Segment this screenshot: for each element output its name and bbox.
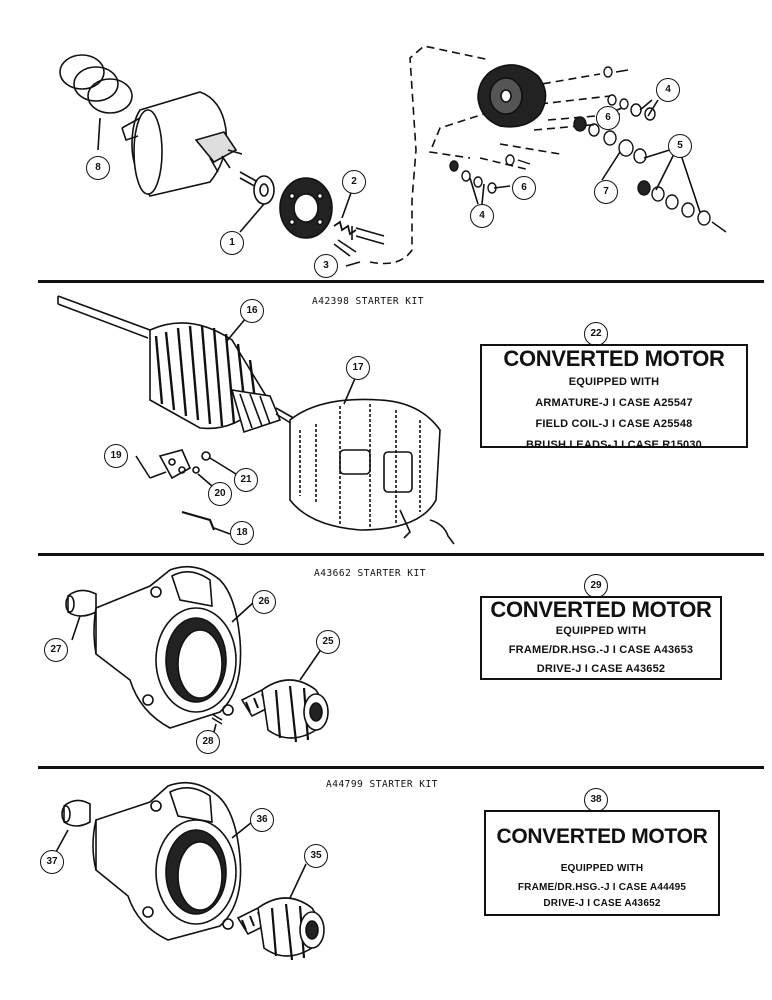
callout-number: 6 [596, 106, 620, 130]
box-line: FRAME/DR.HSG.-J I CASE A44495 [517, 882, 687, 893]
box-callout-number: 38 [584, 788, 608, 812]
box-title: CONVERTED MOTOR [490, 597, 712, 622]
callout-number: 7 [594, 180, 618, 204]
section-divider [38, 280, 764, 283]
callout-number: 19 [104, 444, 128, 468]
section-divider [38, 766, 764, 769]
box-line: EQUIPPED WITH [560, 863, 644, 874]
box-line: BRUSH LEADS-J I CASE R15030 [526, 439, 702, 451]
callout-number: 20 [208, 482, 232, 506]
callout-number: 6 [512, 176, 536, 200]
starter-motor-assembly [59, 45, 727, 267]
kit-title: A43662 STARTER KIT [314, 568, 426, 579]
box-callout-number: 29 [584, 574, 608, 598]
kit-title: A44799 STARTER KIT [326, 779, 438, 790]
frame-drive-housing-assembly-variant [55, 781, 325, 961]
callout-number: 27 [44, 638, 68, 662]
kit-title: A42398 STARTER KIT [312, 296, 424, 307]
callout-number: 8 [86, 156, 110, 180]
box-line: EQUIPPED WITH [555, 625, 647, 637]
callout-number: 36 [250, 808, 274, 832]
box-line: EQUIPPED WITH [568, 376, 660, 388]
callout-number: 17 [346, 356, 370, 380]
box-line: DRIVE-J I CASE A43652 [536, 663, 666, 675]
callout-number: 18 [230, 521, 254, 545]
box-title: CONVERTED MOTOR [503, 346, 725, 371]
converted-motor-box: CONVERTED MOTOR EQUIPPED WITH FRAME/DR.H… [484, 810, 720, 916]
callout-number: 16 [240, 299, 264, 323]
callout-number: 28 [196, 730, 220, 754]
box-line: FIELD COIL-J I CASE A25548 [535, 418, 693, 430]
box-callout-number: 22 [584, 322, 608, 346]
section-divider [38, 553, 764, 556]
converted-motor-box: CONVERTED MOTOR EQUIPPED WITH ARMATURE-J… [480, 344, 748, 451]
callout-number: 4 [470, 204, 494, 228]
frame-drive-housing-assembly [65, 565, 329, 743]
callout-number: 26 [252, 590, 276, 614]
callout-number: 1 [220, 231, 244, 255]
callout-number: 3 [314, 254, 338, 278]
callout-number: 2 [342, 170, 366, 194]
callout-number: 35 [304, 844, 328, 868]
callout-number: 21 [234, 468, 258, 492]
callout-number: 37 [40, 850, 64, 874]
armature-field-coil-assembly [57, 295, 455, 545]
box-line: ARMATURE-J I CASE A25547 [535, 397, 693, 409]
callout-number: 25 [316, 630, 340, 654]
callout-number: 5 [668, 134, 692, 158]
box-line: DRIVE-J I CASE A43652 [543, 898, 661, 909]
callout-number: 4 [656, 78, 680, 102]
converted-motor-box: CONVERTED MOTOR EQUIPPED WITH FRAME/DR.H… [480, 596, 722, 680]
box-title: CONVERTED MOTOR [496, 825, 708, 848]
box-line: FRAME/DR.HSG.-J I CASE A43653 [508, 644, 694, 656]
